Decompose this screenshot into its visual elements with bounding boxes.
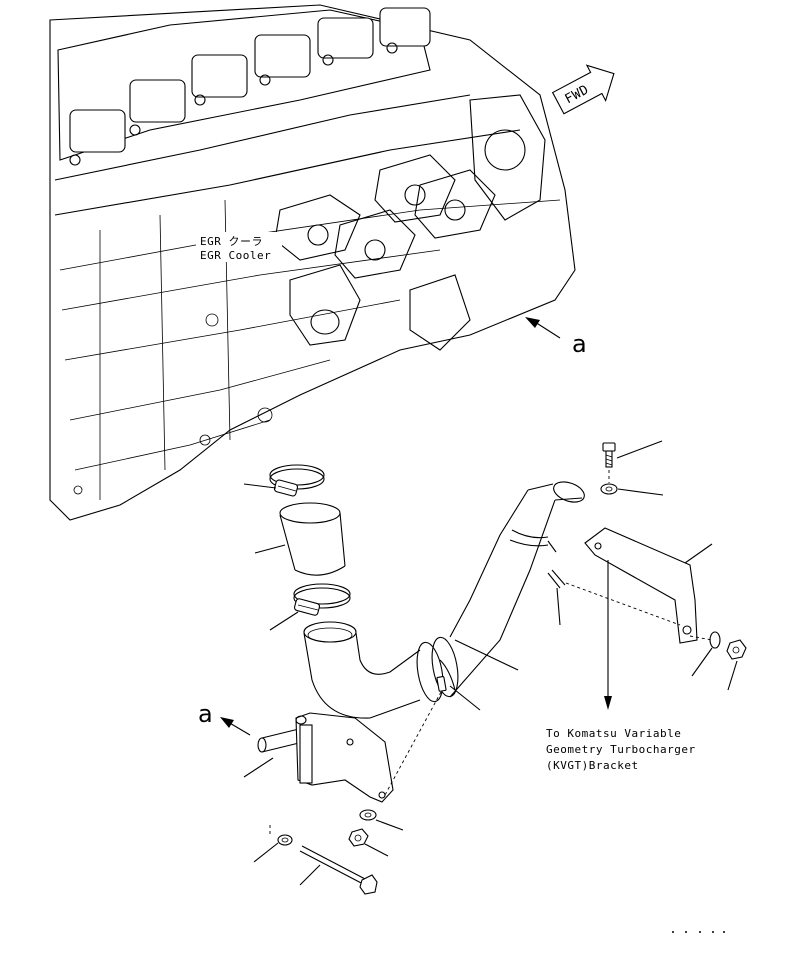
rubber-hose — [279, 502, 346, 576]
egr-cooler-label-en: EGR Cooler — [200, 249, 271, 262]
ref-a-bottom: a — [198, 700, 213, 728]
hose-clamp-upper — [269, 464, 325, 497]
long-bolt — [299, 845, 378, 895]
nut-bottom — [348, 828, 369, 847]
egr-pipe — [303, 481, 585, 719]
stud-bolt — [547, 569, 566, 589]
lower-bracket — [257, 712, 394, 803]
washer-top — [600, 483, 618, 495]
fwd-arrow: FWD — [551, 64, 615, 115]
washer-bottom-left — [277, 834, 293, 846]
page-mark — [672, 931, 725, 933]
nut-right — [726, 639, 747, 660]
kvgt-note-line3: (KVGT)Bracket — [546, 759, 639, 772]
ref-a-top: a — [572, 330, 587, 358]
kvgt-note-line2: Geometry Turbocharger — [546, 743, 696, 756]
engine-block — [49, 4, 576, 521]
washer-bottom-mid — [359, 809, 377, 821]
washer-right — [709, 631, 721, 649]
egr-cooler-label-jp: EGR クーラ — [200, 235, 263, 248]
kvgt-bracket — [584, 527, 698, 644]
kvgt-note-line1: To Komatsu Variable — [546, 727, 681, 740]
hose-clamp-lower — [293, 583, 351, 616]
bolt-top — [602, 442, 616, 468]
